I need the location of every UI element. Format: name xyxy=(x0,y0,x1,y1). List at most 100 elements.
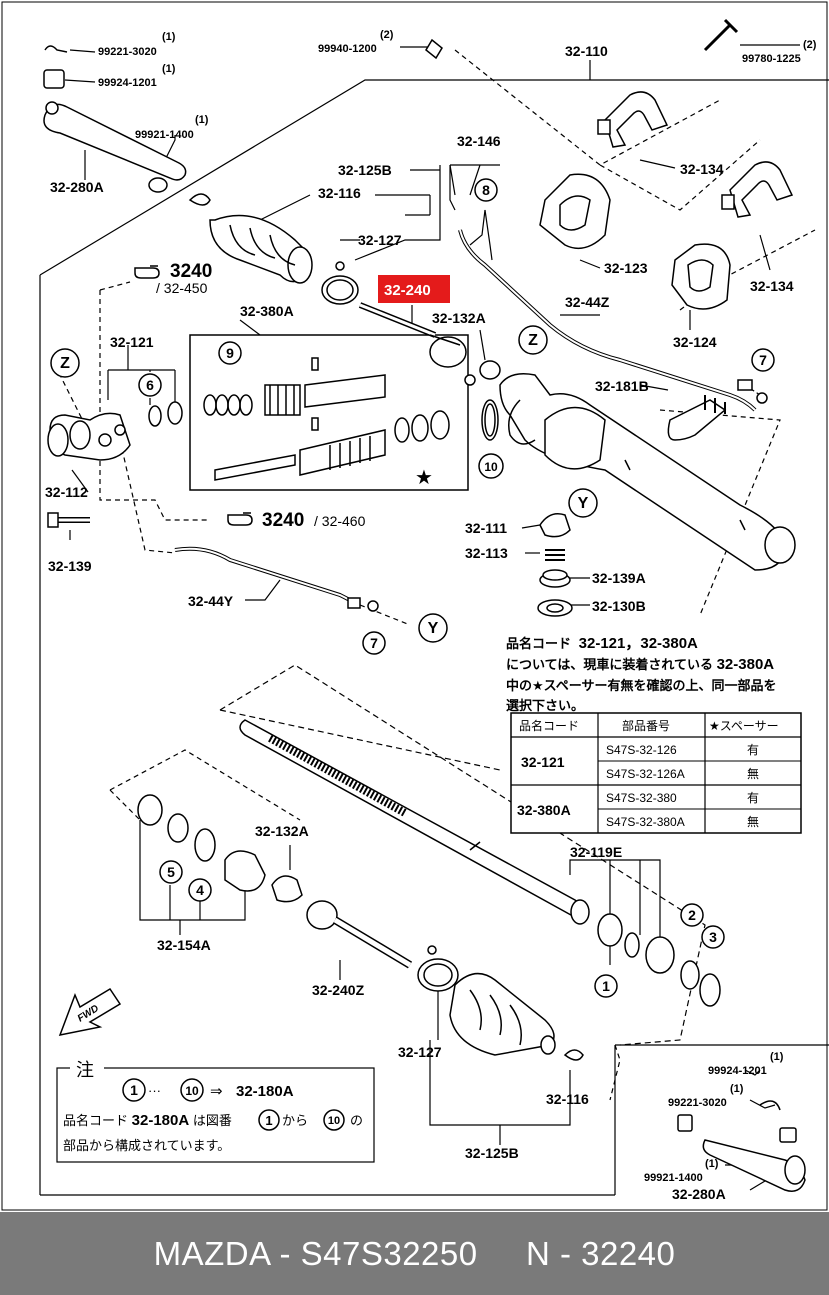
table-header-part: 部品番号 xyxy=(622,718,670,733)
callout-z-left: Z xyxy=(60,355,70,372)
note-line1-codes: 32-121，32-380A xyxy=(579,635,698,652)
label-32-130B: 32-130B xyxy=(592,598,646,614)
note-box-range-code: 32-180A xyxy=(236,1083,294,1100)
qty-label: (1) xyxy=(730,1083,744,1095)
callout-5: 5 xyxy=(167,864,175,880)
ref-32-450: / 32-450 xyxy=(156,280,208,296)
qty-label: (1) xyxy=(770,1051,784,1063)
label-99924-1201-b: 99924-1201 xyxy=(708,1065,767,1077)
table-cell-part: S47S-32-126 xyxy=(606,743,677,757)
label-99780-1225: 99780-1225 xyxy=(742,53,801,65)
qty-label: (2) xyxy=(380,29,394,41)
footer-part-info: MAZDA - S47S32250 N - 32240 xyxy=(153,1234,676,1272)
ref-32-460: / 32-460 xyxy=(314,513,366,529)
label-32-119E: 32-119E xyxy=(570,844,622,860)
callout-3: 3 xyxy=(709,929,717,945)
label-99940-1200: 99940-1200 xyxy=(318,43,377,55)
table-header-code: 品名コード xyxy=(519,718,579,733)
footer-bar: MAZDA - S47S32250 N - 32240 xyxy=(0,1212,829,1295)
callout-6: 6 xyxy=(146,377,154,393)
callout-1: 1 xyxy=(602,978,610,994)
fwd-arrow: FWD xyxy=(58,987,122,1037)
label-32-121: 32-121 xyxy=(110,334,154,350)
table-cell-spacer: 有 xyxy=(747,791,759,805)
note-box-l3: 部品から構成されています。 xyxy=(63,1138,230,1153)
note-box-l2-prefix: 品名コード xyxy=(63,1113,128,1128)
callout-4: 4 xyxy=(196,882,204,898)
qty-label: (1) xyxy=(705,1158,719,1170)
note-line2-text: については、現車に装着されている xyxy=(506,657,713,672)
callout-7-right: 7 xyxy=(759,352,767,368)
label-32-112: 32-112 xyxy=(45,484,88,500)
note-line1-prefix: 品名コード xyxy=(506,636,571,651)
label-32-124: 32-124 xyxy=(673,334,717,350)
reference-pointers: 3240 / 32-450 3240 / 32-460 xyxy=(134,261,366,531)
label-32-44Z: 32-44Z xyxy=(565,294,610,310)
label-32-127-b: 32-127 xyxy=(398,1044,442,1060)
label-32-146: 32-146 xyxy=(457,133,501,149)
note-box-l2-no: の xyxy=(350,1113,363,1128)
label-32-240Z: 32-240Z xyxy=(312,982,365,998)
frame-border xyxy=(1,1,828,1211)
note-box-title: 注 xyxy=(76,1060,94,1080)
table-header-spacer: ★スペーサー xyxy=(709,719,779,733)
label-32-116-b: 32-116 xyxy=(546,1091,589,1107)
note-box: 注 1 ··· 10 ⇒ 32-180A 品名コード 32-180A は図番 1… xyxy=(56,1058,375,1163)
note-paragraph: 品名コード 32-121，32-380A については、現車に装着されている 32… xyxy=(506,635,777,713)
callout-labels: Z Z Y Y 8 6 9 7 7 10 5 4 1 2 3 xyxy=(60,182,767,994)
ref-3240-top: 3240 xyxy=(170,261,212,282)
table-group-code: 32-121 xyxy=(521,754,565,770)
table-group-code: 32-380A xyxy=(517,802,571,818)
label-32-380A: 32-380A xyxy=(240,303,294,319)
table-cell-part: S47S-32-380 xyxy=(606,791,677,805)
label-32-116-a: 32-116 xyxy=(318,185,361,201)
label-32-132A-b: 32-132A xyxy=(255,823,309,839)
callout-10: 10 xyxy=(484,460,498,474)
table-cell-spacer: 無 xyxy=(747,766,759,781)
note-box-l2-kara: から xyxy=(282,1113,308,1128)
label-99921-1400-b: 99921-1400 xyxy=(644,1172,703,1184)
callout-y-upper: Y xyxy=(578,495,589,512)
note-line2-code: 32-380A xyxy=(717,656,775,673)
svg-text:品名コード 32-121，32-380A: 品名コード 32-121，32-380A xyxy=(506,635,698,652)
label-99921-1400-a: 99921-1400 xyxy=(135,129,194,141)
qty-label: (2) xyxy=(803,39,817,51)
label-32-139: 32-139 xyxy=(48,558,92,574)
table-cell-spacer: 無 xyxy=(747,814,759,829)
label-32-44Y: 32-44Y xyxy=(188,593,234,609)
star-spacer-icon: ★ xyxy=(415,467,433,489)
label-99924-1201-a: 99924-1201 xyxy=(98,77,157,89)
label-32-280A-a: 32-280A xyxy=(50,179,104,195)
note-box-arrow: ⇒ xyxy=(210,1083,223,1100)
exploded-parts-diagram: FWD (1) 99221-3020 (1) 99924-1201 (1) 99… xyxy=(0,0,829,1212)
pointing-hand-icon xyxy=(134,265,160,279)
ref-3240-bottom: 3240 xyxy=(262,510,304,531)
table-cell-part: S47S-32-126A xyxy=(606,767,685,781)
label-32-113: 32-113 xyxy=(465,545,508,561)
label-32-111: 32-111 xyxy=(465,520,507,536)
note-box-range-from: 1 xyxy=(130,1082,138,1098)
label-32-110: 32-110 xyxy=(565,43,608,59)
callouts xyxy=(50,178,775,998)
qty-label: (1) xyxy=(162,31,176,43)
label-32-139A: 32-139A xyxy=(592,570,646,586)
highlight-32-240 xyxy=(378,275,450,303)
parts xyxy=(43,18,806,1192)
label-32-280A-b: 32-280A xyxy=(672,1186,726,1202)
diagram-stage: FWD (1) 99221-3020 (1) 99924-1201 (1) 99… xyxy=(0,0,829,1212)
spacer-table: 品名コード 部品番号 ★スペーサー 32-121 S47S-32-126 有 S… xyxy=(510,712,802,834)
callout-z-right: Z xyxy=(528,332,538,349)
note-box-l2-from: 1 xyxy=(265,1113,272,1128)
note-box-range-dots: ··· xyxy=(148,1083,161,1098)
qty-label: (1) xyxy=(195,114,209,126)
svg-text:については、現車に装着されている 32-380A: については、現車に装着されている 32-380A xyxy=(506,656,774,673)
sub-box-32-380A xyxy=(189,334,469,491)
part-labels: (1) 99221-3020 (1) 99924-1201 (1) 99921-… xyxy=(45,29,817,1202)
callout-2: 2 xyxy=(688,907,696,923)
label-32-127-a: 32-127 xyxy=(358,232,402,248)
label-32-123: 32-123 xyxy=(604,260,648,276)
callout-y-lower: Y xyxy=(428,620,439,637)
svg-text:品名コード 32-180A は図番: 品名コード 32-180A は図番 xyxy=(63,1112,232,1129)
note-box-l2-mid: は図番 xyxy=(193,1113,232,1128)
note-line3: 中の★スペーサー有無を確認の上、同一部品を xyxy=(506,678,777,693)
